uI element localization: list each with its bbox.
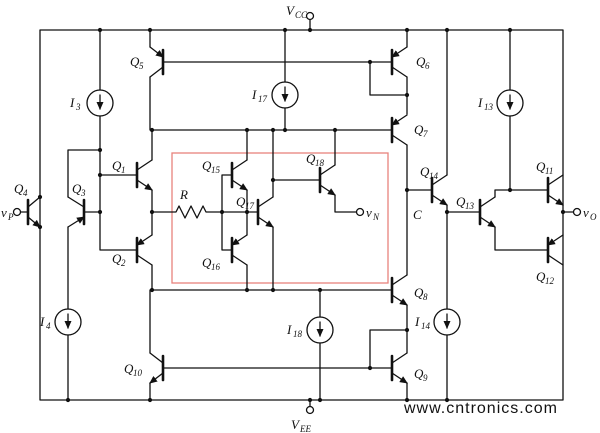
- current-source-i3: [86, 89, 114, 117]
- label-q11: Q: [536, 159, 546, 174]
- resistor-r: [151, 205, 259, 219]
- label-i17: I: [251, 87, 257, 102]
- label-q18-sub: 18: [315, 158, 325, 168]
- current-source-i13: [496, 89, 524, 117]
- label-q4: Q: [14, 181, 24, 196]
- terminal-vcc: [305, 11, 315, 21]
- label-q12: Q: [536, 269, 546, 284]
- transistor-q4: [26, 196, 41, 228]
- transistor-q10: [149, 352, 165, 384]
- label-i18-sub: 18: [293, 329, 303, 339]
- label-q14-sub: 14: [429, 171, 439, 181]
- label-q1-sub: 1: [121, 165, 126, 175]
- wires: [20, 19, 574, 407]
- junction-dots: [37, 27, 566, 403]
- label-q10: Q: [124, 361, 134, 376]
- label-q13: Q: [456, 194, 466, 209]
- label-q8: Q: [414, 285, 424, 300]
- label-q13-sub: 13: [465, 201, 475, 211]
- label-q5: Q: [130, 54, 140, 69]
- label-vee-sub: EE: [299, 424, 311, 433]
- label-q9-sub: 9: [423, 373, 428, 383]
- label-q17: Q: [236, 194, 246, 209]
- label-i18: I: [286, 322, 292, 337]
- label-q5-sub: 5: [139, 61, 144, 71]
- current-source-i17: [271, 81, 299, 109]
- label-q9: Q: [414, 366, 424, 381]
- terminal-vn: [355, 207, 365, 217]
- transistor-q1: [135, 159, 153, 191]
- transistor-q12: [546, 234, 564, 266]
- transistor-q11: [546, 174, 564, 206]
- label-i3: I: [69, 95, 75, 110]
- label-q17-sub: 17: [245, 201, 255, 211]
- current-source-i18: [306, 316, 334, 344]
- label-q7: Q: [414, 122, 424, 137]
- label-q6-sub: 6: [425, 61, 430, 71]
- label-vee: V: [291, 417, 301, 432]
- label-q16: Q: [202, 255, 212, 270]
- transistor-q16: [230, 234, 248, 266]
- label-q4-sub: 4: [23, 188, 28, 198]
- terminal-vee: [305, 405, 315, 415]
- transistor-q17: [256, 196, 274, 228]
- label-i14: I: [414, 314, 420, 329]
- label-i13: I: [477, 95, 483, 110]
- transistor-q3: [67, 196, 86, 228]
- label-c-node: C: [413, 207, 422, 222]
- label-q10-sub: 10: [133, 368, 143, 378]
- label-q6: Q: [416, 54, 426, 69]
- label-vcc: V: [286, 3, 296, 18]
- label-i17-sub: 17: [258, 94, 268, 104]
- label-q12-sub: 12: [545, 276, 555, 286]
- terminal-vp: [12, 207, 22, 217]
- label-q15: Q: [202, 158, 212, 173]
- label-q14: Q: [420, 164, 430, 179]
- label-q2: Q: [112, 251, 122, 266]
- input-buffer-highlight-box: [171, 152, 389, 284]
- label-i4-sub: 4: [46, 321, 51, 331]
- label-i4: I: [39, 314, 45, 329]
- label-q2-sub: 2: [121, 258, 126, 268]
- label-q18: Q: [306, 151, 316, 166]
- label-vcc-sub: CC: [295, 10, 308, 20]
- label-q8-sub: 8: [423, 292, 428, 302]
- transistor-q5: [149, 46, 165, 78]
- label-q3: Q: [72, 181, 82, 196]
- transistor-q8: [390, 274, 408, 306]
- label-vo: v: [583, 205, 589, 220]
- label-vn: v: [366, 205, 372, 220]
- label-q3-sub: 3: [80, 188, 86, 198]
- label-q1: Q: [112, 158, 122, 173]
- label-i14-sub: 14: [421, 321, 431, 331]
- transistor-q7: [390, 114, 408, 146]
- label-r: R: [179, 187, 188, 202]
- transistor-q13: [478, 196, 496, 228]
- terminal-vo: [572, 207, 582, 217]
- current-source-i4: [54, 308, 82, 336]
- label-vo-sub: O: [590, 212, 597, 222]
- label-q7-sub: 7: [423, 129, 428, 139]
- transistor-q6: [390, 46, 408, 78]
- label-vp-sub: P: [7, 212, 14, 222]
- label-q11-sub: 11: [545, 166, 553, 176]
- transistor-q2: [135, 234, 153, 266]
- transistor-q14: [430, 174, 448, 206]
- transistor-q9: [390, 352, 408, 384]
- label-q16-sub: 16: [211, 262, 221, 272]
- label-vn-sub: N: [372, 212, 380, 222]
- label-vp: v: [1, 205, 7, 220]
- watermark: www.cntronics.com: [403, 400, 558, 417]
- transistor-q18: [318, 164, 336, 196]
- label-i3-sub: 3: [75, 102, 81, 112]
- current-source-i14: [433, 308, 461, 336]
- transistor-q15: [230, 159, 248, 191]
- label-i13-sub: 13: [484, 102, 494, 112]
- label-q15-sub: 15: [211, 165, 221, 175]
